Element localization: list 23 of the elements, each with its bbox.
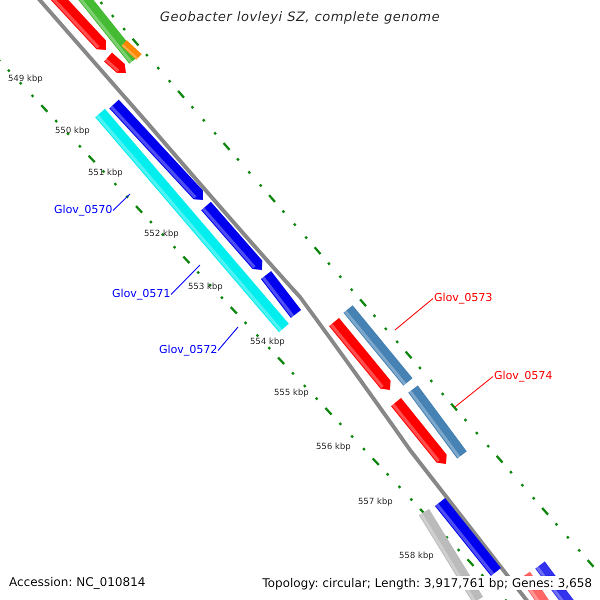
scale-label: 558 kbp	[399, 552, 434, 560]
scale-label: 557 kbp	[358, 498, 393, 506]
leader-line	[454, 376, 494, 408]
scale-label: 551 kbp	[88, 169, 123, 178]
accession-note: Accession: NC_010814	[9, 576, 146, 588]
genome-info-note: Topology: circular; Length: 3,917,761 bp; Genes: 3,658	[262, 576, 592, 590]
gene-label: Glov_0570	[54, 204, 112, 215]
scale-label: 553 kbp	[188, 283, 223, 292]
gene-label: Glov_0571	[112, 288, 170, 299]
gene-label: Glov_0572	[159, 344, 218, 355]
leader-line	[112, 194, 130, 211]
title: Geobacter lovleyi SZ, complete genome	[158, 11, 442, 24]
gene-label: Glov_0574	[494, 370, 552, 381]
scale-label: 555 kbp	[274, 389, 309, 398]
scale-label: 550 kbp	[55, 127, 90, 136]
scale-label: 554 kbp	[250, 338, 285, 346]
scale-label: 549 kbp	[8, 75, 43, 84]
leader-line	[170, 264, 200, 295]
leader-line	[218, 326, 238, 351]
leader-line	[394, 298, 434, 330]
scale-label: 552 kbp	[144, 230, 179, 238]
gene-label: Glov_0573	[434, 292, 492, 303]
scale-label: 556 kbp	[316, 443, 351, 452]
